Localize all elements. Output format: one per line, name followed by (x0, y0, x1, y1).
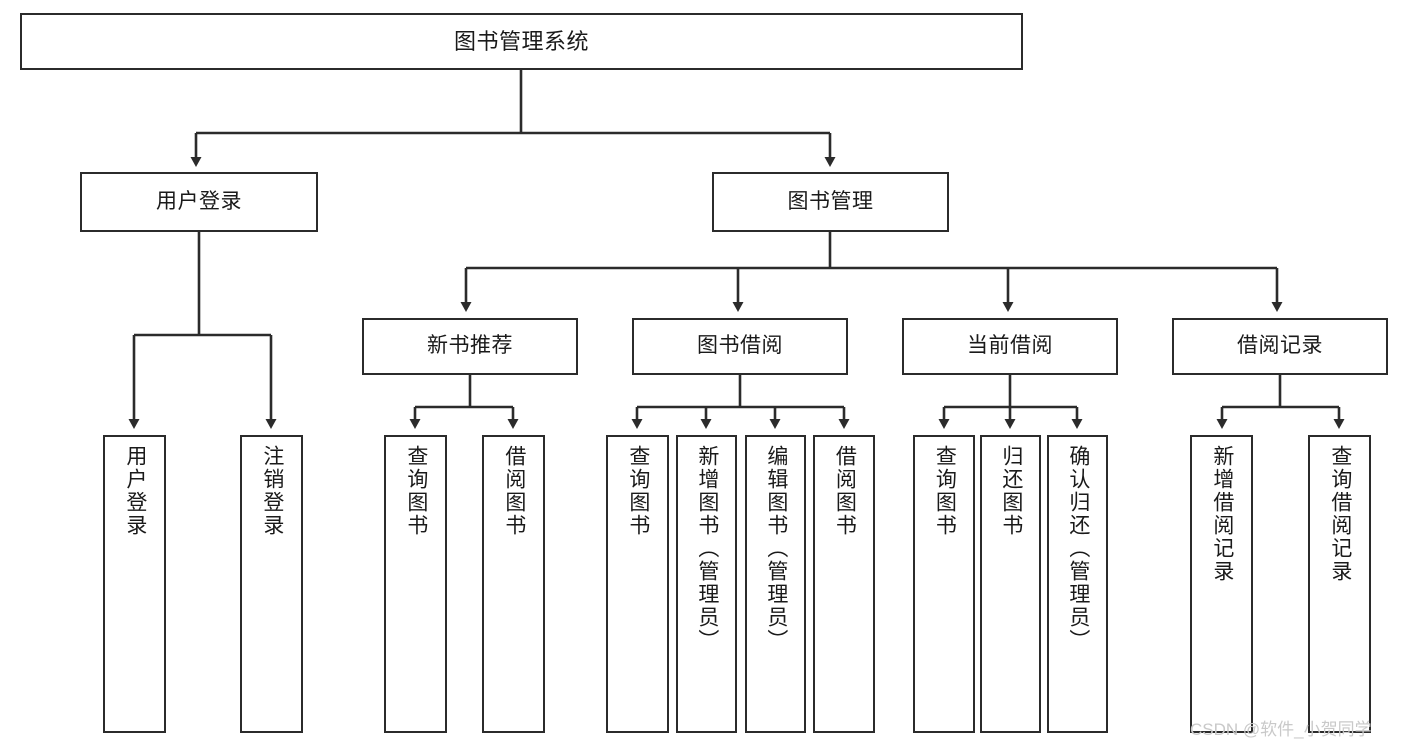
node-label: 图书管理系统 (453, 28, 589, 54)
node-leaf-logout-login[interactable]: 注销登录 (240, 435, 303, 733)
node-label: 查询图书 (933, 445, 957, 537)
node-label: 借阅图书 (833, 445, 857, 537)
node-user-login[interactable]: 用户登录 (80, 172, 318, 232)
node-current-borrow[interactable]: 当前借阅 (902, 318, 1118, 375)
node-label: 归还图书 (999, 445, 1023, 537)
node-label: 用户登录 (156, 189, 242, 213)
node-label: 借阅记录 (1237, 334, 1323, 358)
node-new-book-recommend[interactable]: 新书推荐 (362, 318, 578, 375)
node-leaf-add-record[interactable]: 新增借阅记录 (1190, 435, 1253, 733)
node-label: 图书管理 (787, 189, 874, 213)
node-leaf-confirm-return[interactable]: 确认归还（管理员） (1047, 435, 1108, 733)
book-management-to-level3-connectors (460, 232, 1283, 312)
node-label: 注销登录 (260, 445, 284, 537)
node-leaf-add-book[interactable]: 新增图书（管理员） (676, 435, 737, 733)
node-book-management[interactable]: 图书管理 (712, 172, 949, 232)
node-label: 借阅图书 (502, 445, 526, 537)
new-book-recommend-to-leaves-connectors (409, 375, 519, 429)
node-leaf-user-login[interactable]: 用户登录 (103, 435, 166, 733)
node-label: 确认归还（管理员） (1066, 445, 1090, 652)
user-login-to-leaves-connectors (128, 232, 277, 429)
node-label: 当前借阅 (967, 334, 1053, 358)
node-leaf-edit-book[interactable]: 编辑图书（管理员） (745, 435, 806, 733)
node-leaf-query-books-2[interactable]: 查询图书 (606, 435, 669, 733)
node-leaf-query-books-1[interactable]: 查询图书 (384, 435, 447, 733)
node-leaf-borrow-books-1[interactable]: 借阅图书 (482, 435, 545, 733)
node-label: 查询图书 (404, 445, 428, 537)
node-label: 查询图书 (626, 445, 650, 537)
node-leaf-borrow-books-2[interactable]: 借阅图书 (813, 435, 875, 733)
node-label: 用户登录 (123, 445, 147, 537)
root-to-level2-connectors (190, 70, 836, 167)
node-label: 查询借阅记录 (1328, 445, 1352, 583)
node-leaf-query-record[interactable]: 查询借阅记录 (1308, 435, 1371, 733)
borrow-record-to-leaves-connectors (1216, 375, 1345, 429)
csdn-watermark: CSDN @软件_小贺同学 (1190, 720, 1372, 739)
node-book-borrow[interactable]: 图书借阅 (632, 318, 848, 375)
node-label: 新增图书（管理员） (695, 445, 719, 652)
node-root-system[interactable]: 图书管理系统 (20, 13, 1023, 70)
node-label: 编辑图书（管理员） (764, 445, 788, 652)
current-borrow-to-leaves-connectors (938, 375, 1083, 429)
node-leaf-query-books-3[interactable]: 查询图书 (913, 435, 975, 733)
node-borrow-record[interactable]: 借阅记录 (1172, 318, 1388, 375)
node-leaf-return-book[interactable]: 归还图书 (980, 435, 1041, 733)
node-label: 新增借阅记录 (1210, 445, 1234, 583)
node-label: 图书借阅 (697, 334, 783, 358)
book-borrow-to-leaves-connectors (631, 375, 850, 429)
node-label: 新书推荐 (427, 334, 513, 358)
